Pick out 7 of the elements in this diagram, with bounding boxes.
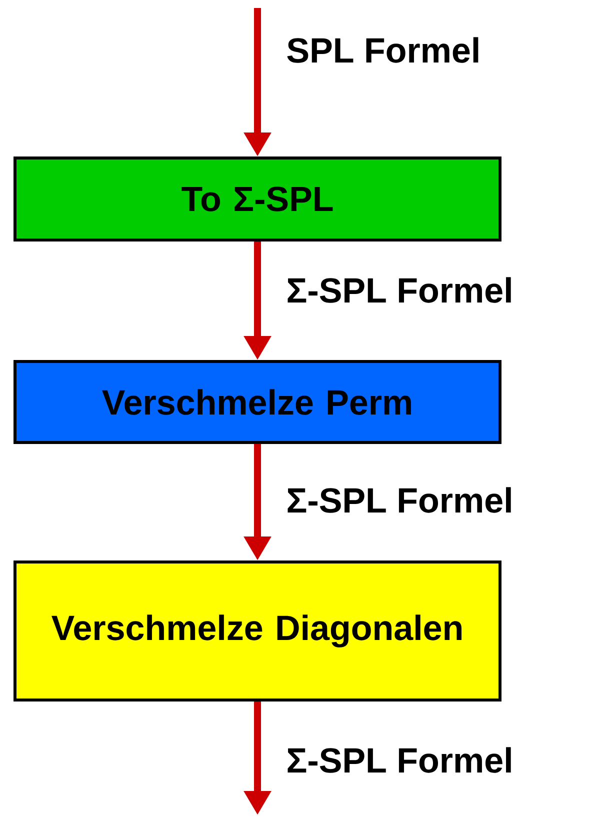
- edge-label: Σ-SPL Formel: [288, 747, 511, 773]
- process-box: Verschmelze Perm: [14, 360, 502, 444]
- edge-label: Σ-SPL Formel: [288, 277, 511, 303]
- process-box: Verschmelze Diagonalen: [14, 560, 502, 702]
- edge-label: SPL Formel: [287, 37, 478, 63]
- edge-label: Σ-SPL Formel: [288, 487, 511, 513]
- process-box: To Σ-SPL: [14, 156, 502, 242]
